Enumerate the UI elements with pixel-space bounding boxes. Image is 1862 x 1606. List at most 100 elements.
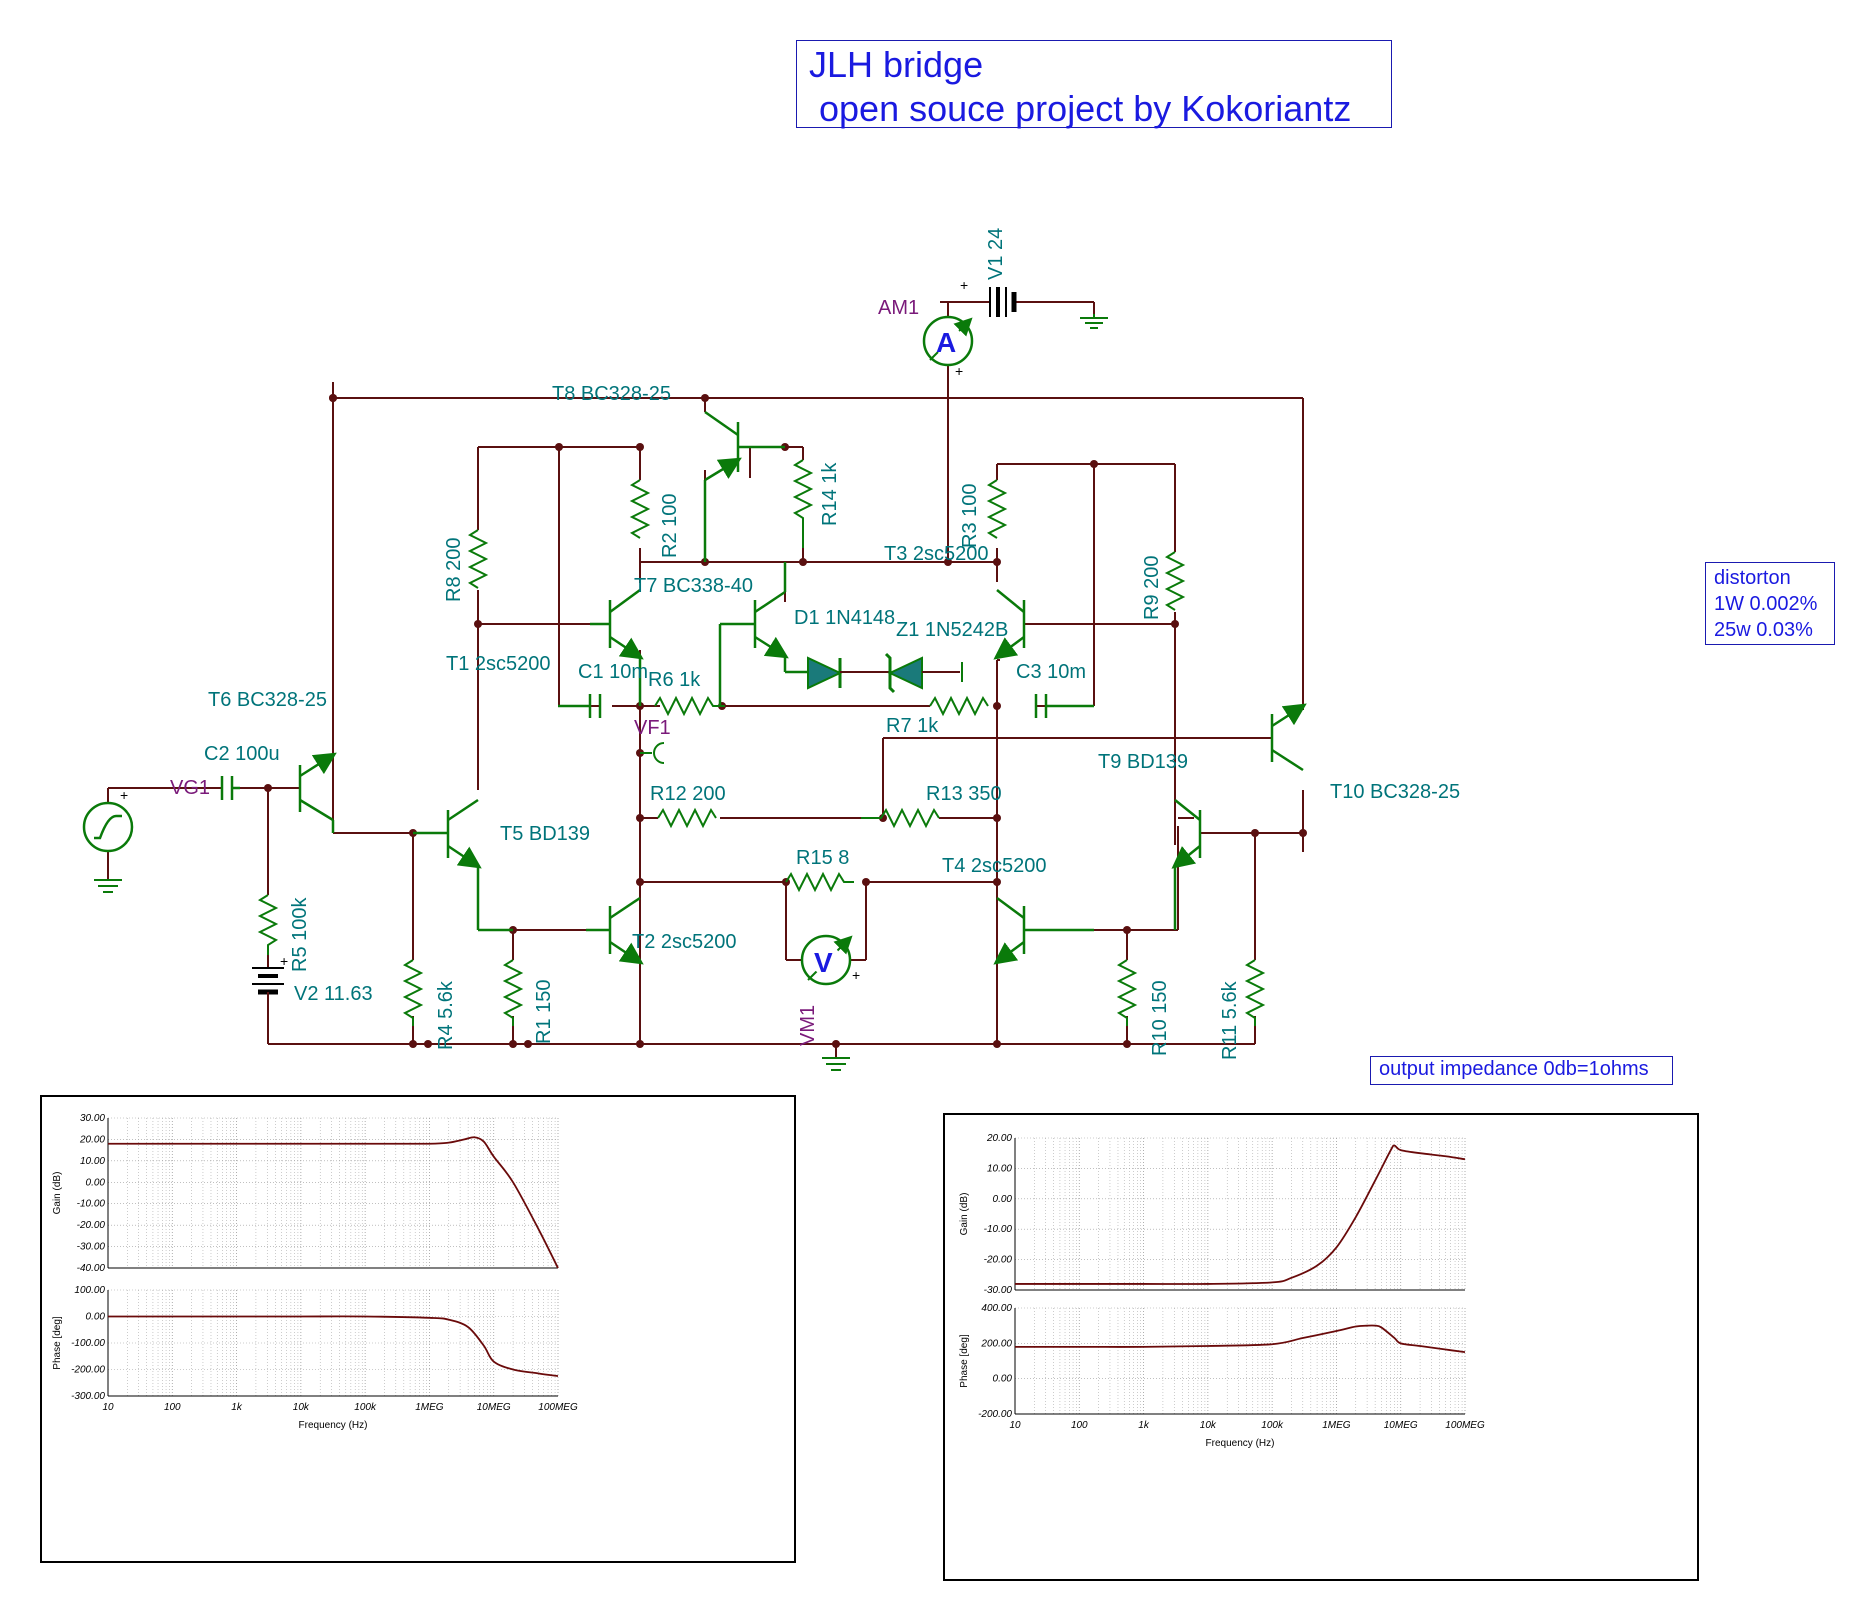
- resistor-r3: [986, 479, 1008, 539]
- distortion-line1: distorton: [1714, 567, 1791, 589]
- diode-z1: [884, 652, 963, 694]
- x-tick-label: 10MEG: [477, 1402, 511, 1413]
- plus-v2: +: [280, 953, 288, 969]
- y-tick-label: 20.00: [79, 1134, 105, 1145]
- y-axis-label: Phase [deg]: [52, 1316, 63, 1370]
- label-t2: T2 2sc5200: [632, 931, 737, 953]
- transistor-t10: [1270, 703, 1307, 772]
- transistor-t1: [590, 588, 644, 706]
- x-tick-label: 10MEG: [1384, 1420, 1418, 1431]
- resistor-r4: [402, 959, 424, 1026]
- x-axis-label: Frequency (Hz): [1206, 1438, 1275, 1449]
- x-tick-label: 100: [1071, 1420, 1088, 1431]
- label-r6: R6 1k: [648, 669, 701, 691]
- x-tick-label: 1k: [1138, 1420, 1150, 1431]
- label-t3: T3 2sc5200: [884, 543, 989, 565]
- output-impedance-label: output impedance 0db=1ohms: [1379, 1058, 1649, 1080]
- transistor-t8: [703, 410, 785, 562]
- label-v1: V1 24: [985, 228, 1007, 280]
- x-tick-label: 100k: [354, 1402, 377, 1413]
- y-tick-label: 400.00: [981, 1303, 1012, 1314]
- series-line: [108, 1136, 559, 1269]
- x-tick-label: 1MEG: [1322, 1420, 1351, 1431]
- x-tick-label: 10: [102, 1402, 114, 1413]
- title-box: JLH bridge open souce project by Kokoria…: [796, 40, 1392, 129]
- label-t8: T8 BC328-25: [552, 383, 671, 405]
- y-tick-label: -300.00: [71, 1391, 105, 1402]
- resistor-r6: [654, 695, 725, 717]
- y-tick-label: -40.00: [77, 1263, 106, 1274]
- label-t6: T6 BC328-25: [208, 689, 327, 711]
- label-t9: T9 BD139: [1098, 751, 1188, 773]
- label-r9: R9 200: [1141, 556, 1163, 621]
- series-line: [1015, 1144, 1466, 1285]
- label-c3: C3 10m: [1016, 661, 1086, 683]
- label-vm1: VM1: [797, 1005, 819, 1046]
- distortion-line3: 25w 0.03%: [1714, 619, 1813, 641]
- label-t5: T5 BD139: [500, 823, 590, 845]
- plus-v1: +: [960, 277, 968, 293]
- y-tick-label: -20.00: [984, 1255, 1013, 1266]
- plus-vg1: +: [120, 787, 128, 803]
- label-t4: T4 2sc5200: [942, 855, 1047, 877]
- x-tick-label: 100: [164, 1402, 181, 1413]
- label-r10: R10 150: [1149, 980, 1171, 1056]
- resistor-r1: [502, 959, 524, 1026]
- label-t7: T7 BC338-40: [634, 575, 753, 597]
- transistor-t5: [413, 798, 513, 932]
- bode-plots: 30.00 20.00 10.00 0.00 -10.00 -20.00 -30.00 -40…: [52, 1113, 1485, 1449]
- y-axis-label: Phase [deg]: [959, 1334, 970, 1388]
- y-tick-label: 0.00: [86, 1177, 106, 1188]
- output-impedance-box: output impedance 0db=1ohms: [1370, 1056, 1673, 1085]
- label-r12: R12 200: [650, 783, 726, 805]
- label-r8: R8 200: [443, 538, 465, 603]
- label-r2: R2 100: [659, 494, 681, 559]
- y-tick-label: 30.00: [80, 1113, 105, 1124]
- resistor-r2: [629, 479, 651, 539]
- battery-v1: [989, 287, 1108, 329]
- transistor-t2: [586, 896, 644, 965]
- label-r15: R15 8: [796, 847, 849, 869]
- test-point-vf1: [640, 742, 665, 764]
- series-line: [108, 1315, 559, 1378]
- title-line1: JLH bridge: [809, 44, 984, 85]
- label-vg1: VG1: [170, 777, 210, 799]
- title-line2: open souce project by Kokoriantz: [809, 88, 1352, 129]
- series-line: [1015, 1324, 1466, 1354]
- y-tick-label: 0.00: [993, 1374, 1013, 1385]
- capacitor-c3: [1034, 694, 1094, 718]
- y-tick-label: -200.00: [71, 1365, 105, 1376]
- y-axis-label: Gain (dB): [52, 1172, 63, 1215]
- resistor-r5: [257, 894, 279, 955]
- voltmeter-vm1: [786, 934, 866, 986]
- transistors: [298, 410, 1307, 965]
- resistor-r12: [657, 807, 717, 829]
- label-d1: D1 1N4148: [794, 607, 895, 629]
- plot-frame-left: [40, 1095, 796, 1563]
- y-tick-label: -30.00: [984, 1285, 1013, 1296]
- battery-v2: [252, 967, 284, 1010]
- transistor-t3: [993, 589, 1026, 660]
- x-tick-label: 1k: [231, 1402, 243, 1413]
- y-tick-label: 100.00: [74, 1285, 105, 1296]
- label-r7: R7 1k: [886, 715, 939, 737]
- y-tick-label: -200.00: [978, 1409, 1012, 1420]
- ammeter-am1: [922, 315, 974, 367]
- transistor-t4: [993, 896, 1094, 965]
- label-r5: R5 100k: [289, 897, 311, 972]
- y-tick-label: -100.00: [71, 1338, 105, 1349]
- y-tick-label: 10.00: [987, 1163, 1012, 1174]
- y-tick-label: -20.00: [77, 1220, 106, 1231]
- y-tick-label: 0.00: [993, 1194, 1013, 1205]
- resistor-r14: [792, 459, 814, 548]
- plus-am1: +: [955, 363, 963, 379]
- y-tick-label: -10.00: [77, 1199, 106, 1210]
- label-c2: C2 100u: [204, 743, 280, 765]
- label-r1: R1 150: [533, 980, 555, 1045]
- label-am1: AM1: [878, 297, 919, 319]
- resistor-r7: [929, 695, 989, 717]
